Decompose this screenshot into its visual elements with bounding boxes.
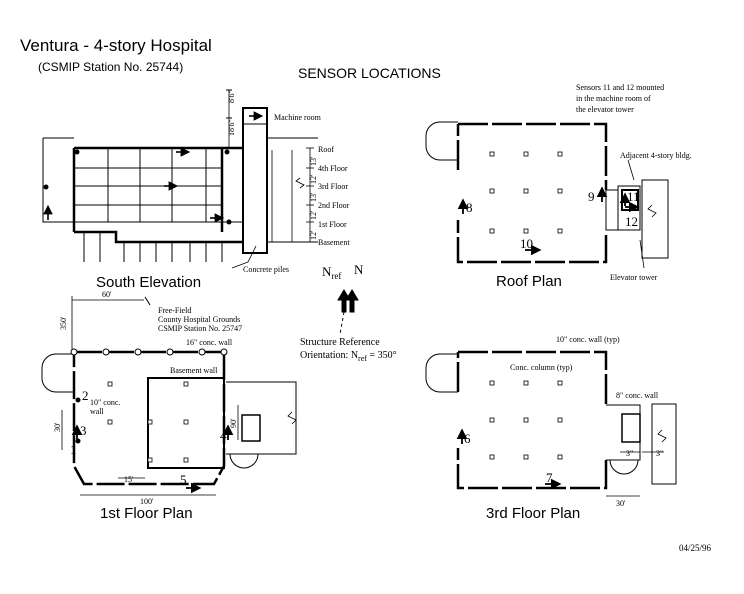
first-floor-sensor-dots [75, 397, 81, 444]
free-field-line-1: Free-Field [158, 306, 191, 315]
orientation-line-2: Orientation: Nref = 350° [300, 350, 397, 363]
dim-30-third: 30' [616, 499, 626, 508]
elevation-sensor-dots [43, 149, 232, 225]
first-floor-columns [107, 381, 189, 463]
floor-label-4th: 4th Floor [318, 164, 348, 173]
dim-350: 350' [59, 316, 68, 330]
concrete-piles-label: Concrete piles [243, 265, 289, 274]
orientation-line-1: Structure Reference [300, 337, 380, 348]
sensor-12-label: 12 [625, 214, 638, 229]
floor-label-basement: Basement [318, 238, 350, 247]
floor-label-1st: 1st Floor [318, 220, 347, 229]
sensor-3-label: 3 [80, 423, 87, 438]
roof-plan-caption: Roof Plan [496, 273, 562, 290]
dim-3-a: 3" [626, 449, 633, 458]
sensor-1-label: 1 [70, 442, 77, 457]
dim-13-a: 13' [309, 156, 318, 166]
diagram-title: Ventura - 4-story Hospital [20, 36, 212, 55]
sensor-8-label: 8 [466, 200, 473, 215]
wall-typ-label: 10" conc. wall (typ) [556, 335, 620, 344]
south-elevation [42, 89, 318, 269]
dim-3-b: 3" [656, 449, 663, 458]
dim-13-b: 13' [309, 192, 318, 202]
basement-wall-label: Basement wall [170, 366, 218, 375]
dim-12-b: 12' [309, 210, 318, 220]
dim-100: 100' [140, 497, 154, 506]
sensor-9-label: 9 [588, 189, 595, 204]
machine-room-label: Machine room [274, 113, 322, 122]
sensor-11-label: 11 [627, 189, 640, 204]
sensor-10-label: 10 [520, 236, 533, 251]
wall-16-label: 16" conc. wall [186, 338, 233, 347]
third-floor-sensor-arrows [456, 428, 562, 490]
first-floor-plan-caption: 1st Floor Plan [100, 505, 193, 522]
floor-label-2nd: 2nd Floor [318, 201, 350, 210]
first-floor-sensor-arrows [71, 424, 234, 494]
dim-15: 15' [124, 475, 134, 484]
sensor-2-label: 2 [82, 388, 89, 403]
sensor-4-label: 4 [220, 428, 227, 443]
roof-note-line-2: in the machine room of [576, 94, 651, 103]
dim-12-c: 12' [309, 230, 318, 240]
diagram-subtitle: (CSMIP Station No. 25744) [38, 60, 184, 74]
adjacent-bldg-label: Adjacent 4-story bldg. [620, 151, 692, 160]
floor-label-roof: Roof [318, 145, 334, 154]
sensor-7-label: 7 [546, 470, 553, 485]
floor-label-3rd: 3rd Floor [318, 182, 348, 191]
sensor-locations-heading: SENSOR LOCATIONS [298, 65, 441, 81]
elevator-tower-label: Elevator tower [610, 273, 658, 282]
dim-90: 90' [229, 418, 238, 428]
dim-60: 60' [102, 290, 112, 299]
sensor-6-label: 6 [464, 431, 471, 446]
north-arrows [337, 289, 359, 335]
free-field-line-2: County Hospital Grounds [158, 315, 240, 324]
roof-plan-sensor-arrows [457, 186, 640, 256]
column-typ-label: Conc. column (typ) [510, 363, 573, 372]
roof-note-line-1: Sensors 11 and 12 mounted [576, 83, 664, 92]
first-floor-plan [41, 296, 297, 496]
dim-8-6: 8'6" [227, 90, 236, 103]
dim-18-6: 18'6" [227, 119, 236, 136]
wall-10-line-2: wall [90, 407, 105, 416]
elevation-sensor-arrows [43, 111, 264, 223]
dim-30: 30' [53, 422, 62, 432]
dim-12-a: 12' [309, 174, 318, 184]
roof-note-line-3: the elevator tower [576, 105, 634, 114]
third-floor-plan-caption: 3rd Floor Plan [486, 505, 580, 522]
north-label: N [354, 262, 364, 277]
first-floor-free-field-circles [70, 348, 228, 356]
roof-plan-columns [489, 151, 563, 234]
wall-10-line-1: 10" conc. [90, 398, 120, 407]
third-floor-plan [425, 350, 677, 497]
sensor-5-label: 5 [180, 472, 187, 487]
nref-label: Nref [322, 264, 341, 281]
date-stamp: 04/25/96 [679, 543, 712, 553]
third-floor-columns [489, 380, 563, 460]
wall-8-label: 8" conc. wall [616, 391, 659, 400]
south-elevation-caption: South Elevation [96, 274, 201, 291]
free-field-line-3: CSMIP Station No. 25747 [158, 324, 242, 333]
